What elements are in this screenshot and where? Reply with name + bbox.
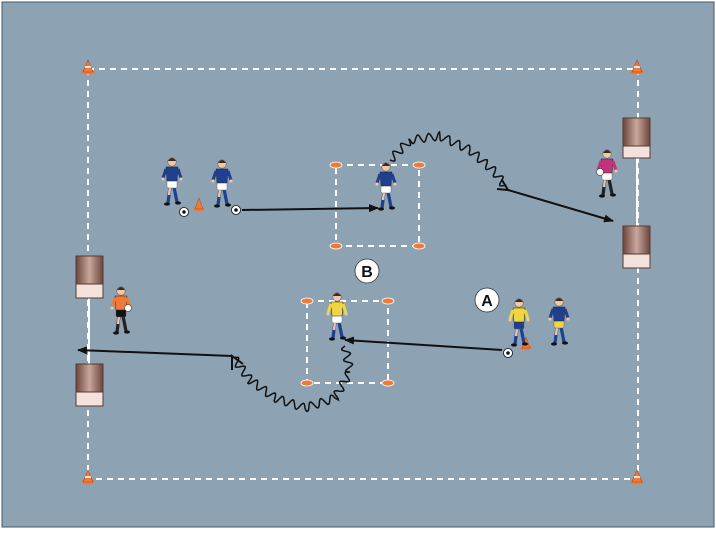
keeper-ball <box>596 168 604 176</box>
marker-cone <box>193 197 205 212</box>
pitch-boundary <box>87 68 639 480</box>
balls-group <box>179 205 513 358</box>
keeper-ball <box>124 304 132 312</box>
disc-marker <box>381 379 395 387</box>
football <box>231 205 241 215</box>
disc-marker <box>300 297 314 305</box>
players-group <box>110 149 618 347</box>
corner-cone <box>630 469 644 485</box>
pass-arrow-lower <box>344 336 503 351</box>
left-goal <box>75 255 104 407</box>
label-a-marker: A <box>474 287 500 313</box>
shot-arrow-left-goal <box>77 346 233 357</box>
dribble-arrowhead-lower <box>231 354 244 370</box>
right-goal <box>622 117 651 269</box>
player-yellow-receiver <box>326 292 348 341</box>
corner-cone <box>81 59 95 75</box>
goalkeeper-left <box>110 286 132 335</box>
label-b-marker: B <box>354 258 380 284</box>
player-blue-passer <box>211 159 233 208</box>
disc-marker <box>412 161 426 169</box>
player-yellow-waiting <box>548 297 570 346</box>
goalkeeper-right <box>596 149 618 198</box>
label-b-text: B <box>361 264 373 281</box>
dribble-path-lower <box>234 345 354 413</box>
shot-arrow-right-goal <box>507 189 614 223</box>
label-a-text: A <box>481 293 493 310</box>
dribble-path-upper <box>389 130 507 187</box>
disc-marker <box>329 242 343 250</box>
player-blue-waiting <box>161 157 183 206</box>
corner-cone <box>630 59 644 75</box>
football <box>179 207 189 217</box>
disc-markers <box>300 161 426 387</box>
upper-square-zone <box>335 164 420 247</box>
disc-marker <box>381 297 395 305</box>
disc-marker <box>329 161 343 169</box>
corner-cone <box>81 469 95 485</box>
player-yellow-passer <box>508 298 530 347</box>
dribble-arrowhead-upper <box>496 179 510 192</box>
football <box>503 348 513 358</box>
player-blue-receiver <box>375 162 397 211</box>
disc-marker <box>412 242 426 250</box>
pass-arrow-upper <box>241 204 379 213</box>
disc-marker <box>300 379 314 387</box>
